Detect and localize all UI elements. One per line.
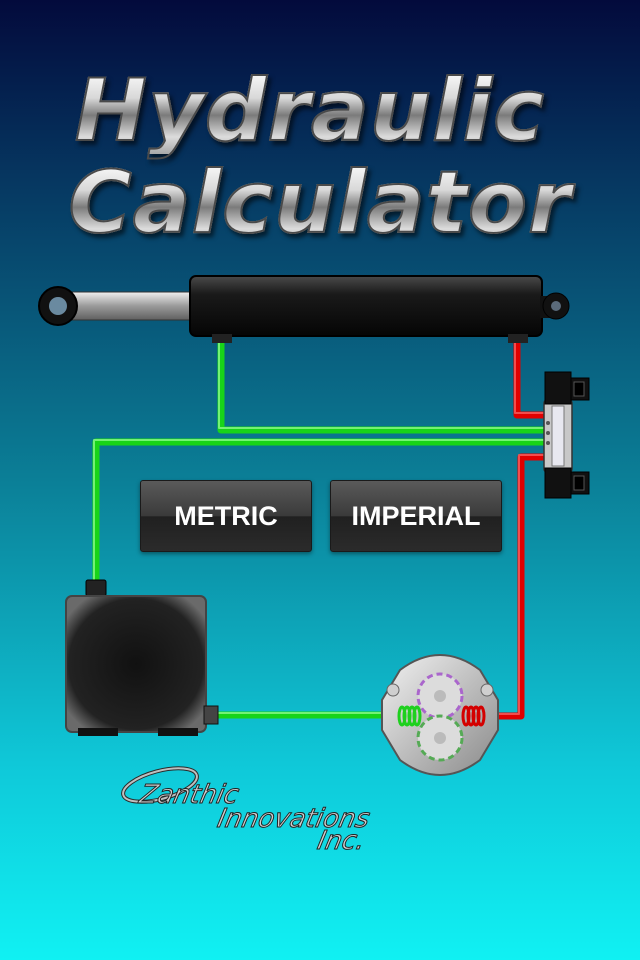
imperial-button[interactable]: IMPERIAL: [330, 480, 502, 552]
app-title-line2: Calculator: [0, 159, 640, 247]
pump-inlet-coil: [397, 705, 422, 727]
company-logo: Zanthic Innovations Inc.: [118, 760, 408, 860]
pump-outlet-coil: [461, 705, 486, 727]
gear-pump: [381, 654, 499, 776]
piston-rod: [59, 291, 201, 321]
control-valve: [543, 371, 590, 499]
app-title-line1: Hydraulic: [0, 67, 630, 155]
pressure-hose-highlight: [488, 340, 547, 715]
cylinder-barrel: [189, 275, 543, 337]
metric-button[interactable]: METRIC: [140, 480, 312, 552]
return-hose-highlight: [93, 340, 545, 714]
valve-solenoid-bottom: [544, 467, 572, 499]
valve-solenoid-top: [544, 371, 572, 405]
logo-word-inc: Inc.: [314, 826, 368, 857]
cylinder-port-b: [508, 334, 528, 343]
cylinder-port-a: [212, 334, 232, 343]
return-hose: [92, 340, 545, 719]
tank-outlet-port: [203, 705, 219, 725]
tank-filler-port: [85, 579, 107, 597]
hydraulic-cylinder: [38, 275, 570, 343]
pressure-hose: [488, 340, 547, 720]
rod-eye-hole: [49, 297, 67, 315]
reservoir-tank: [65, 579, 219, 736]
